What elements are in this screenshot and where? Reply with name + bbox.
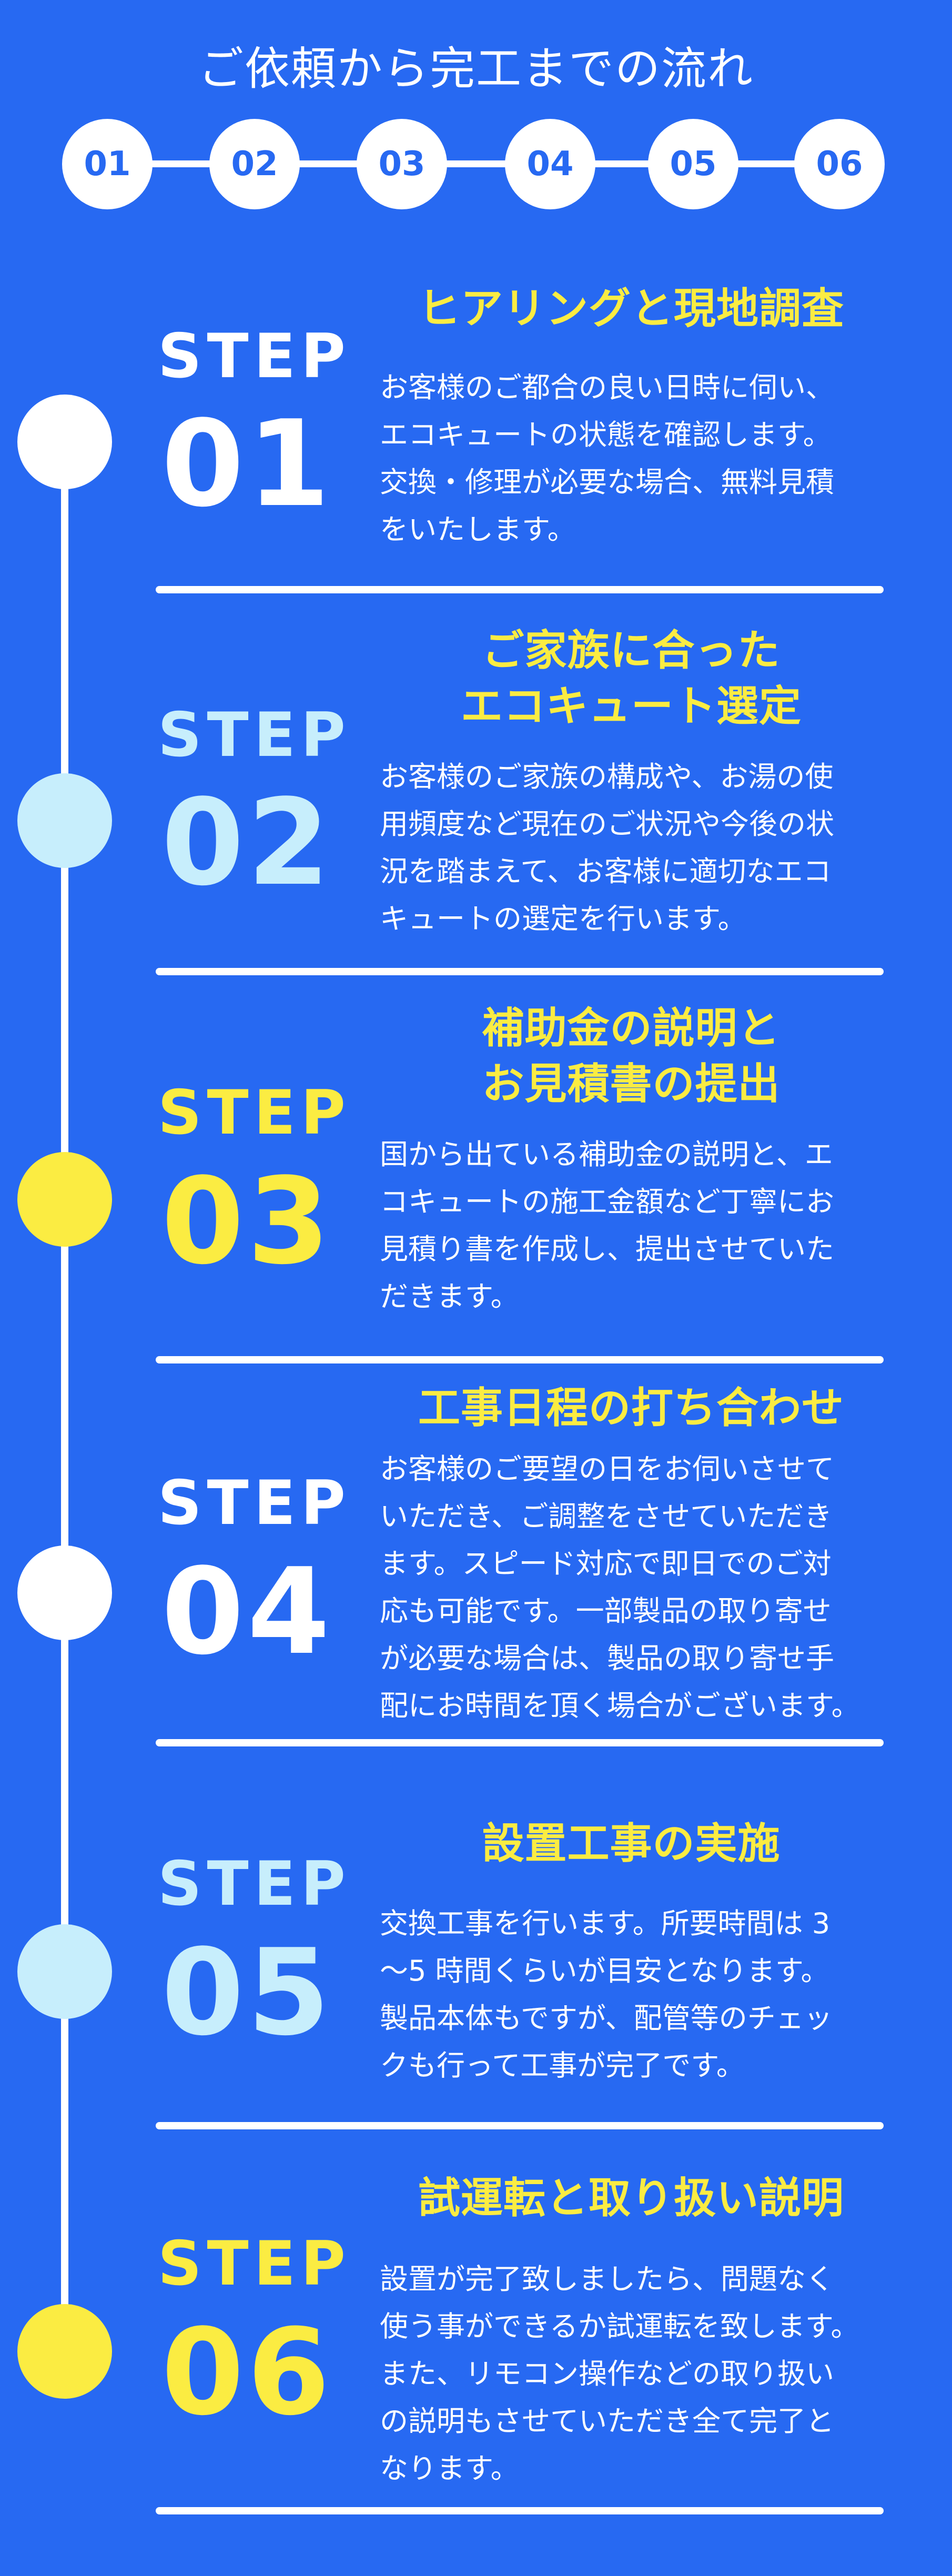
step-title: 設置工事の実施	[482, 1819, 781, 1868]
step-number: 06	[161, 2304, 333, 2442]
divider	[156, 2122, 884, 2129]
step-label: STEP	[158, 700, 351, 771]
step-description: 設置が完了致しましたら、問題なく 使う事ができるか試運転を致します。 また、リモ…	[380, 2262, 859, 2485]
step-label: STEP	[158, 1468, 351, 1539]
timeline-line	[61, 431, 68, 2336]
step-description: お客様のご都合の良い日時に伺い、 エコキュートの状態を確認します。 交換・修理が…	[380, 371, 834, 546]
timeline-dot-01	[17, 395, 112, 489]
step-description: 国から出ている補助金の説明と、エ コキュートの施工金額など丁寧にお 見積り書を作…	[380, 1138, 834, 1313]
divider	[156, 586, 884, 593]
progress-line	[94, 160, 858, 167]
progress-step-05: 05	[648, 119, 738, 209]
divider	[156, 1356, 884, 1363]
step-title: 工事日程の打ち合わせ	[418, 1383, 844, 1432]
step-number: 03	[161, 1153, 333, 1291]
step-number: 04	[161, 1543, 333, 1681]
step-label: STEP	[158, 1848, 351, 1920]
timeline-dot-06	[17, 2304, 112, 2399]
page-title: ご依頼から完工までの流れ	[198, 43, 754, 95]
step-title: 補助金の説明と お見積書の提出	[482, 1004, 781, 1108]
timeline-dot-04	[17, 1545, 112, 1640]
divider	[156, 2507, 884, 2514]
progress-step-01: 01	[62, 119, 153, 209]
step-label: STEP	[158, 1077, 351, 1148]
step-title: ヒアリングと現地調査	[418, 284, 844, 333]
progress-step-02: 02	[209, 119, 300, 209]
step-description: 交換工事を行います。所要時間は 3 〜5 時間くらいが目安となります。 製品本体…	[380, 1907, 833, 2082]
step-title: 試運転と取り扱い説明	[418, 2174, 844, 2223]
timeline-dot-02	[17, 773, 112, 868]
progress-stepper: 01 02 03 04 05 06	[62, 119, 890, 209]
timeline-dot-03	[17, 1152, 112, 1247]
step-label: STEP	[158, 321, 351, 392]
step-label: STEP	[158, 2228, 351, 2299]
step-number: 05	[161, 1924, 333, 2062]
progress-step-03: 03	[357, 119, 447, 209]
divider	[156, 968, 884, 975]
step-title: ご家族に合った エコキュート選定	[461, 626, 802, 731]
step-number: 01	[161, 395, 333, 533]
progress-step-04: 04	[505, 119, 595, 209]
divider	[156, 1739, 884, 1746]
progress-step-06: 06	[794, 119, 885, 209]
step-description: お客様のご家族の構成や、お湯の使 用頻度など現在のご状況や今後の状 況を踏まえて…	[380, 760, 834, 935]
step-description: お客様のご要望の日をお伺いさせて いただき、ご調整をさせていただき ます。スピー…	[380, 1452, 860, 1722]
timeline-dot-05	[17, 1924, 112, 2019]
step-number: 02	[161, 774, 333, 912]
